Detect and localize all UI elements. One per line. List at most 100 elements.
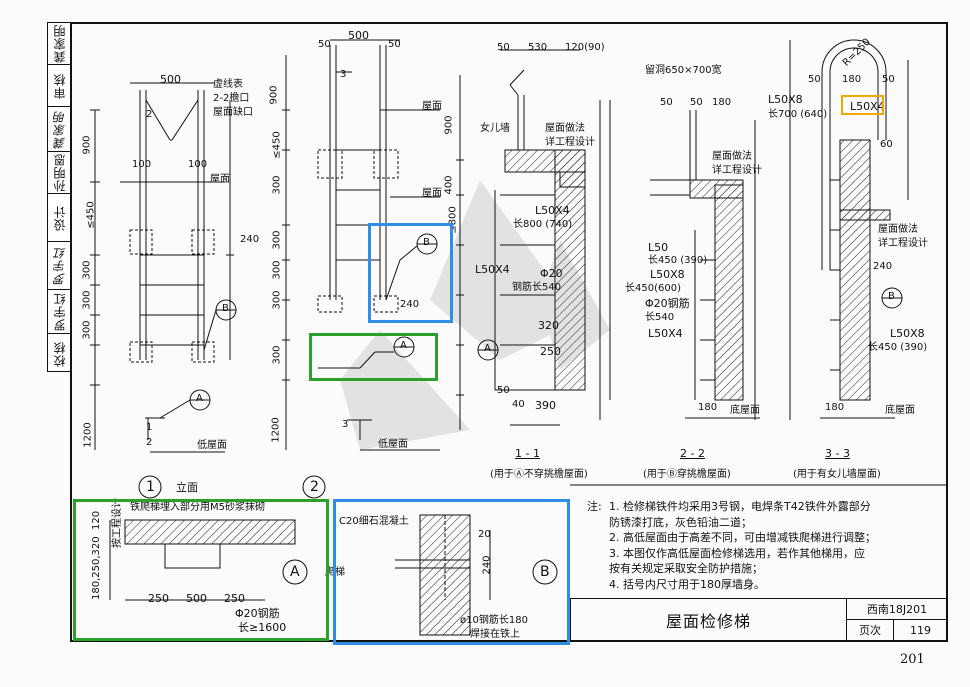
dim-300-v2d: 300: [271, 290, 283, 310]
dim-250-s1: 250: [540, 345, 561, 358]
dim-530-s1: 530: [528, 42, 548, 53]
detail-b-note1: C20细石混凝土: [339, 516, 409, 527]
atlas-number: 西南18J201: [847, 599, 947, 620]
detail-a-dim500: 500: [186, 592, 207, 605]
sidebar-label-2: 设计: [48, 193, 70, 241]
label-roof-method-s1b: 详工程设计: [545, 137, 595, 148]
section-title-3-3: 3 - 3: [825, 447, 850, 460]
sidebar-handwriting-2: 罗宇红: [48, 241, 70, 289]
dim-50-s1: 50: [497, 42, 510, 53]
label-roof-method-s1a: 屋面做法: [545, 123, 585, 134]
callout-b-v1: B: [222, 303, 229, 314]
detail-a: [109, 519, 308, 601]
detail-b-note2: ø10钢筋长180: [460, 615, 528, 626]
callout-a-s1: A: [484, 343, 491, 354]
note-line: 按有关规定采取安全防护措施；: [609, 562, 763, 575]
dim-320-s1: 320: [538, 319, 559, 332]
label-angle-l50: L50: [648, 241, 669, 254]
detail-a-rod-len: 长≥1600: [238, 621, 287, 634]
label-reserved-hole: 留洞650×700宽: [645, 65, 722, 76]
label-low-roof-v2: 低屋面: [378, 439, 408, 450]
dim-50-s3b: 50: [882, 74, 895, 85]
label-rod1-len: 钢筋长540: [512, 282, 562, 293]
label-roof-edge2: 屋面缺口: [213, 107, 253, 118]
callout-1-v1: 1: [146, 422, 153, 433]
sidebar-handwriting-3: 龚家明: [48, 106, 70, 151]
label-bottom-roof-s3: 底屋面: [885, 405, 915, 416]
callout-2-v1: 2: [146, 437, 153, 448]
notes-heading: 注:: [587, 500, 602, 513]
label-roof-method-s2a: 屋面做法: [712, 151, 752, 162]
sidebar-sig-2: 孙明恩: [48, 151, 70, 193]
drawing-title: 屋面检修梯: [571, 599, 847, 640]
highlight-detail-b: [333, 499, 570, 645]
note-line: 1. 检修梯铁件均采用3号钢，电焊条T42铁件外露部分: [609, 500, 871, 513]
label-low-roof-v1: 低屋面: [197, 440, 227, 451]
dim-50-v2-right: 50: [388, 39, 401, 50]
label-roof-v2: 屋面: [422, 101, 442, 112]
dim-300-v1a: 300: [81, 260, 93, 280]
detail-a-dim250b: 250: [224, 592, 245, 605]
dim-390-s1: 390: [535, 399, 556, 412]
dim-120-s1: 120(90): [565, 42, 605, 53]
dim-180-s3b: 180: [825, 402, 845, 413]
section-1-1: [456, 49, 601, 430]
label-s3-angle-len: 长700 (640): [768, 109, 828, 120]
dim-300-v1b: 300: [81, 290, 93, 310]
page-label: 页次: [847, 620, 894, 640]
dim-300-v1c: 300: [81, 320, 93, 340]
dim-180-s2b: 180: [698, 402, 718, 413]
label-roof-method-s2b: 详工程设计: [712, 165, 762, 176]
label-s3-angle: L50X8: [768, 93, 803, 106]
detail-a-note1: 铁爬梯埋入部分用M5砂浆抹砌: [130, 502, 265, 513]
dim-40-s1: 40: [512, 399, 525, 410]
label-roof-method-s3a: 屋面做法: [878, 224, 918, 235]
dim-900-v2: 900: [268, 85, 280, 105]
dim-100-v1-left: 100: [132, 159, 152, 170]
sidebar-label-1: 校核: [48, 333, 70, 373]
view-1-elevation: [90, 82, 237, 453]
section-title-1-1: 1 - 1: [515, 447, 540, 460]
dim-100-v1-right: 100: [188, 159, 208, 170]
detail-b: [395, 514, 558, 636]
note-line: 防锈漆打底，灰色铅油二道；: [609, 515, 752, 529]
dim-300-v2c: 300: [271, 260, 283, 280]
dim-50-s2: 50: [660, 97, 673, 108]
detail-b-note3: 焊接在铁上: [470, 629, 520, 640]
label-angle-l504b: L50X4: [648, 327, 683, 340]
view-2-elevation: [282, 39, 440, 451]
dim-400-s1: 400: [443, 175, 455, 195]
dim-300-v2a: 300: [271, 175, 283, 195]
dim-300-v2b: 300: [271, 230, 283, 250]
label-s3-angle2: L50X8: [890, 327, 925, 340]
label-dash-line: 虚线表: [213, 79, 243, 90]
label-rod1: Φ20: [540, 267, 563, 280]
section-note-1-1: (用于Ⓐ不穿挑檐屋面): [490, 469, 588, 480]
dim-50-v2-left: 50: [318, 39, 331, 50]
label-bottom-roof-s2: 底屋面: [730, 405, 760, 416]
label-roof-v2b: 屋面: [422, 188, 442, 199]
signature-sidebar: 龚家明 审核 龚家明 孙明恩 设计 罗宇红 罗宇红 校核: [47, 22, 70, 372]
dim-900-s1: 900: [443, 115, 455, 135]
section-note-3-3: (用于有女儿墙屋面): [793, 469, 881, 480]
highlight-l50x4: [841, 95, 884, 115]
section-title-2-2: 2 - 2: [680, 447, 705, 460]
label-s3-box: L50X4: [850, 100, 885, 113]
detail-a-rod: Φ20钢筋: [235, 607, 280, 620]
dim-500-v1: 500: [160, 73, 181, 86]
dim-60-s3: 60: [880, 139, 893, 150]
section-3-3: [789, 39, 909, 420]
dim-450-v2: ≤450: [271, 131, 283, 159]
sidebar-sig-1: 罗宇红: [48, 289, 70, 333]
label-angle-top-len: 长800 (740): [513, 219, 573, 230]
callout-b-v2: B: [423, 237, 430, 248]
label-angle-l508: L50X8: [650, 268, 685, 281]
dim-240-v1: 240: [240, 234, 260, 245]
view-number-2: 2: [310, 479, 319, 495]
page-no: 119: [910, 623, 931, 637]
dim-180-s3: 180: [842, 74, 862, 85]
highlight-detail-a: [73, 499, 329, 641]
callout-3-v2: 3: [340, 69, 347, 80]
highlight-callout-b: [368, 223, 453, 323]
